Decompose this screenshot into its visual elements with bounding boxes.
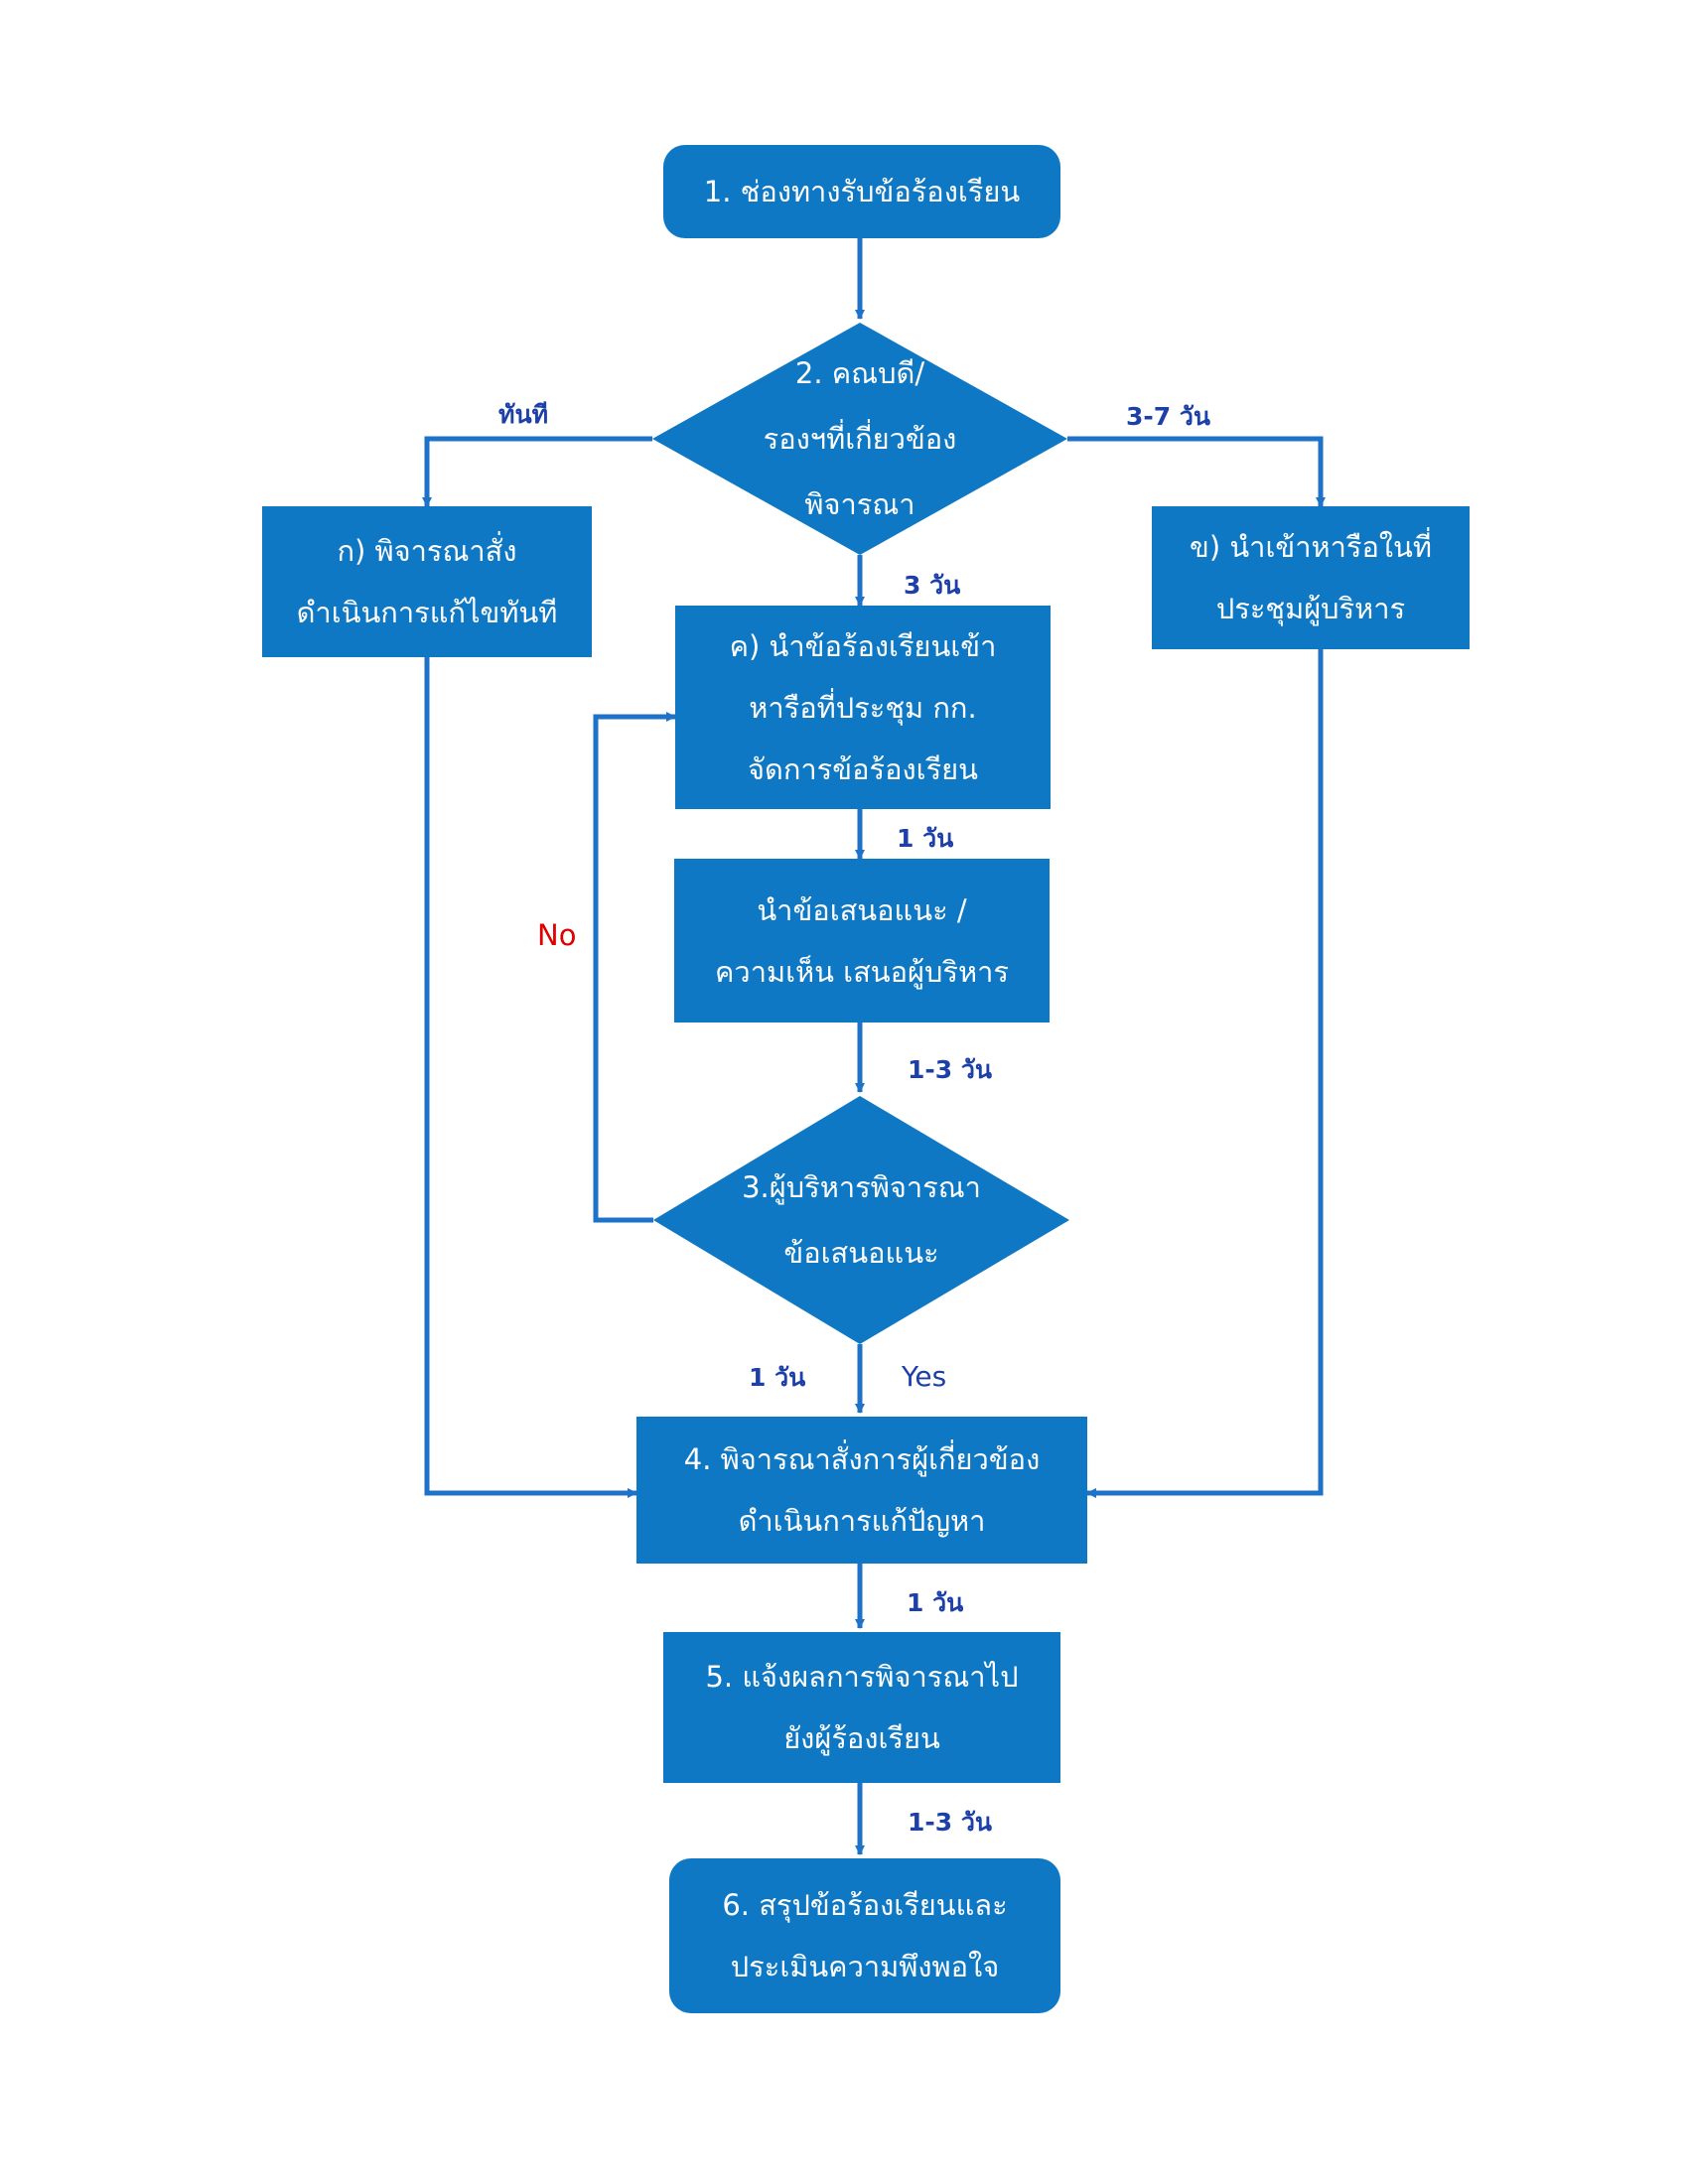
step-4-line-2: ดำเนินการแก้ปัญหา (738, 1504, 986, 1538)
step-3-line-2: ข้อเสนอแนะ (783, 1236, 939, 1270)
step-5-line-2: ยังผู้ร้องเรียน (783, 1721, 940, 1755)
step-2-dean-review: 2. คณบดี/ รองฯที่เกี่ยวข้อง พิจารณา (652, 323, 1067, 555)
label-yes: Yes (902, 1360, 947, 1393)
label-1-day-b: 1 วัน (749, 1363, 806, 1392)
label-no: No (537, 918, 577, 952)
step-2-line-1: 2. คณบดี/ (794, 356, 925, 390)
label-1-day-a: 1 วัน (897, 824, 954, 853)
option-c-line-2: หารือที่ประชุม กก. (749, 690, 977, 725)
recommendation-line-1: นำข้อเสนอแนะ / (757, 892, 967, 927)
option-a-immediate-fix: ก) พิจารณาสั่ง ดำเนินการแก้ไขทันที (262, 506, 592, 657)
step-4-line-1: 4. พิจารณาสั่งการผู้เกี่ยวข้อง (683, 1442, 1041, 1476)
option-b-executive-meeting: ข) นำเข้าหารือในที่ ประชุมผู้บริหาร (1152, 506, 1470, 649)
label-1-day-c: 1 วัน (907, 1588, 964, 1617)
step-5-notify-complainant: 5. แจ้งผลการพิจารณาไป ยังผู้ร้องเรียน (663, 1632, 1060, 1783)
option-a-line-1: ก) พิจารณาสั่ง (337, 534, 517, 568)
step-6-line-1: 6. สรุปข้อร้องเรียนและ (722, 1888, 1008, 1922)
option-b-line-1: ข) นำเข้าหารือในที่ (1190, 530, 1432, 564)
option-c-line-3: จัดการข้อร้องเรียน (748, 751, 978, 786)
edge-a-to-4 (424, 657, 637, 1498)
step-1-line-1: 1. ช่องทางรับข้อร้องเรียน (703, 175, 1021, 208)
edge-3-no-loop (593, 712, 676, 1223)
decision-3-diamond (653, 1096, 1069, 1344)
edge-b-to-4 (1086, 649, 1324, 1498)
step-1-receive-channels: 1. ช่องทางรับข้อร้องเรียน (663, 145, 1060, 238)
decision-2-diamond (652, 323, 1067, 555)
recommendation-to-executive: นำข้อเสนอแนะ / ความเห็น เสนอผู้บริหาร (674, 859, 1050, 1023)
option-a-line-2: ดำเนินการแก้ไขทันที (296, 596, 558, 629)
step-5-line-1: 5. แจ้งผลการพิจารณาไป (705, 1660, 1019, 1694)
edge-2-to-b (1067, 436, 1326, 507)
step-3-executive-decision: 3.ผู้บริหารพิจารณา ข้อเสนอแนะ (653, 1096, 1069, 1344)
option-c-committee-meeting: ค) นำข้อร้องเรียนเข้า หารือที่ประชุม กก.… (675, 606, 1051, 809)
label-1-3-days-b: 1-3 วัน (908, 1808, 992, 1837)
label-immediate: ทันที (498, 400, 549, 429)
label-3-7-days: 3-7 วัน (1126, 402, 1210, 431)
step-4-order-resolution: 4. พิจารณาสั่งการผู้เกี่ยวข้อง ดำเนินการ… (636, 1417, 1087, 1564)
step-2-line-3: พิจารณา (804, 487, 915, 521)
option-c-line-1: ค) นำข้อร้องเรียนเข้า (729, 628, 997, 663)
label-1-3-days-a: 1-3 วัน (908, 1055, 992, 1084)
option-b-line-2: ประชุมผู้บริหาร (1215, 592, 1406, 625)
recommendation-line-2: ความเห็น เสนอผู้บริหาร (715, 954, 1009, 989)
step-3-line-1: 3.ผู้บริหารพิจารณา (742, 1170, 981, 1204)
label-3-days: 3 วัน (904, 571, 961, 600)
step-6-summary-evaluation: 6. สรุปข้อร้องเรียนและ ประเมินความพึงพอใ… (669, 1858, 1060, 2013)
step-6-line-2: ประเมินความพึงพอใจ (730, 1950, 1000, 1983)
edge-2-to-a (422, 436, 652, 507)
step-2-line-2: รองฯที่เกี่ยวข้อง (763, 422, 957, 456)
